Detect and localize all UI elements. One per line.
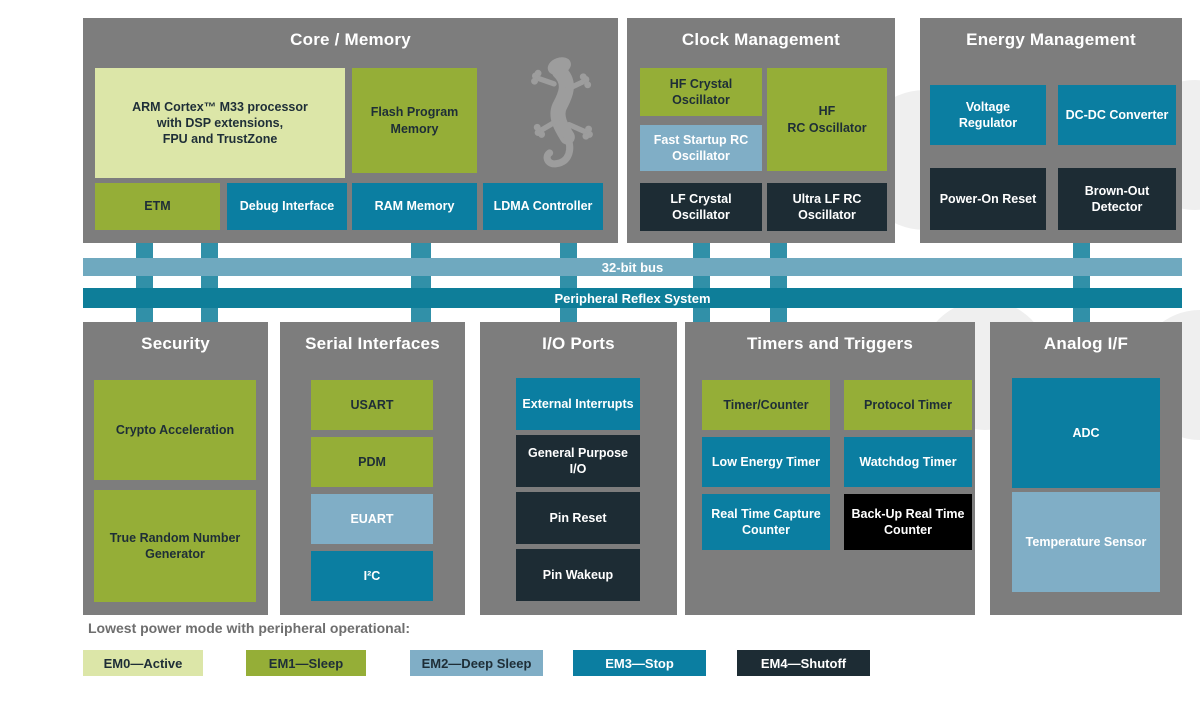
section-io-ports: I/O Ports External Interrupts General Pu… bbox=[480, 322, 677, 615]
legend-chip-em0: EM0—Active bbox=[83, 650, 203, 676]
block-voltage-regulator: Voltage Regulator bbox=[930, 85, 1046, 145]
block-pin-wakeup: Pin Wakeup bbox=[516, 549, 640, 601]
block-euart: EUART bbox=[311, 494, 433, 544]
bus-connector bbox=[201, 243, 218, 322]
section-analog-if: Analog I/F ADC Temperature Sensor bbox=[990, 322, 1182, 615]
section-energy-management: Energy Management Voltage Regulator DC-D… bbox=[920, 18, 1182, 243]
block-lf-crystal-oscillator: LF Crystal Oscillator bbox=[640, 183, 762, 231]
block-external-interrupts: External Interrupts bbox=[516, 378, 640, 430]
section-security: Security Crypto Acceleration True Random… bbox=[83, 322, 268, 615]
block-pin-reset: Pin Reset bbox=[516, 492, 640, 544]
section-title-timers-triggers: Timers and Triggers bbox=[747, 334, 913, 353]
block-flash-program-memory: Flash Program Memory bbox=[352, 68, 477, 173]
block-usart: USART bbox=[311, 380, 433, 430]
block-fast-startup-rc-oscillator: Fast Startup RC Oscillator bbox=[640, 125, 762, 171]
bus-connector bbox=[770, 243, 787, 322]
block-arm-cortex-m33: ARM Cortex™ M33 processor with DSP exten… bbox=[95, 68, 345, 178]
block-low-energy-timer: Low Energy Timer bbox=[702, 437, 830, 487]
block-i2c: I²C bbox=[311, 551, 433, 601]
section-title-clock-management: Clock Management bbox=[681, 30, 841, 49]
block-etm: ETM bbox=[95, 183, 220, 230]
block-general-purpose-io: General Purpose I/O bbox=[516, 435, 640, 487]
block-true-random-number-generator: True Random Number Generator bbox=[94, 490, 256, 602]
section-title-serial-interfaces: Serial Interfaces bbox=[305, 334, 440, 353]
block-adc: ADC bbox=[1012, 378, 1160, 488]
block-watchdog-timer: Watchdog Timer bbox=[844, 437, 972, 487]
block-power-on-reset: Power-On Reset bbox=[930, 168, 1046, 230]
section-core-memory: Core / Memory ARM Cortex™ M33 processor … bbox=[83, 18, 618, 243]
block-pdm: PDM bbox=[311, 437, 433, 487]
legend-chip-em1: EM1—Sleep bbox=[246, 650, 366, 676]
legend-caption: Lowest power mode with peripheral operat… bbox=[88, 620, 411, 636]
block-debug-interface: Debug Interface bbox=[227, 183, 347, 230]
legend-chip-em2: EM2—Deep Sleep bbox=[410, 650, 543, 676]
section-serial-interfaces: Serial Interfaces USART PDM EUART I²C bbox=[280, 322, 465, 615]
section-timers-triggers: Timers and Triggers Timer/Counter Protoc… bbox=[685, 322, 975, 615]
block-crypto-acceleration: Crypto Acceleration bbox=[94, 380, 256, 480]
section-title-io-ports: I/O Ports bbox=[542, 334, 615, 353]
block-protocol-timer: Protocol Timer bbox=[844, 380, 972, 430]
block-hf-rc-oscillator: HF RC Oscillator bbox=[767, 68, 887, 171]
block-backup-real-time-counter: Back-Up Real Time Counter bbox=[844, 494, 972, 550]
block-dcdc-converter: DC-DC Converter bbox=[1058, 85, 1176, 145]
bus-peripheral-reflex-system: Peripheral Reflex System bbox=[83, 288, 1182, 308]
gecko-logo-icon bbox=[531, 57, 593, 168]
legend-chip-em3: EM3—Stop bbox=[573, 650, 706, 676]
block-ultra-lf-rc-oscillator: Ultra LF RC Oscillator bbox=[767, 183, 887, 231]
bus-connector bbox=[693, 243, 710, 322]
block-brown-out-detector: Brown-Out Detector bbox=[1058, 168, 1176, 230]
block-real-time-capture-counter: Real Time Capture Counter bbox=[702, 494, 830, 550]
section-title-analog-if: Analog I/F bbox=[1043, 334, 1129, 353]
block-ram-memory: RAM Memory bbox=[352, 183, 477, 230]
block-hf-crystal-oscillator: HF Crystal Oscillator bbox=[640, 68, 762, 116]
bus-connector bbox=[560, 243, 577, 322]
bus-32bit: 32-bit bus bbox=[83, 258, 1182, 276]
legend-chip-em4: EM4—Shutoff bbox=[737, 650, 870, 676]
block-timer-counter: Timer/Counter bbox=[702, 380, 830, 430]
bus-connector bbox=[1073, 243, 1090, 322]
block-ldma-controller: LDMA Controller bbox=[483, 183, 603, 230]
section-clock-management: Clock Management HF Crystal Oscillator H… bbox=[627, 18, 895, 243]
bus-connector bbox=[136, 243, 153, 322]
bus-connector bbox=[411, 243, 431, 322]
block-temperature-sensor: Temperature Sensor bbox=[1012, 492, 1160, 592]
section-title-security: Security bbox=[141, 334, 210, 353]
section-title-core-memory: Core / Memory bbox=[290, 30, 411, 49]
section-title-energy-management: Energy Management bbox=[966, 30, 1136, 49]
